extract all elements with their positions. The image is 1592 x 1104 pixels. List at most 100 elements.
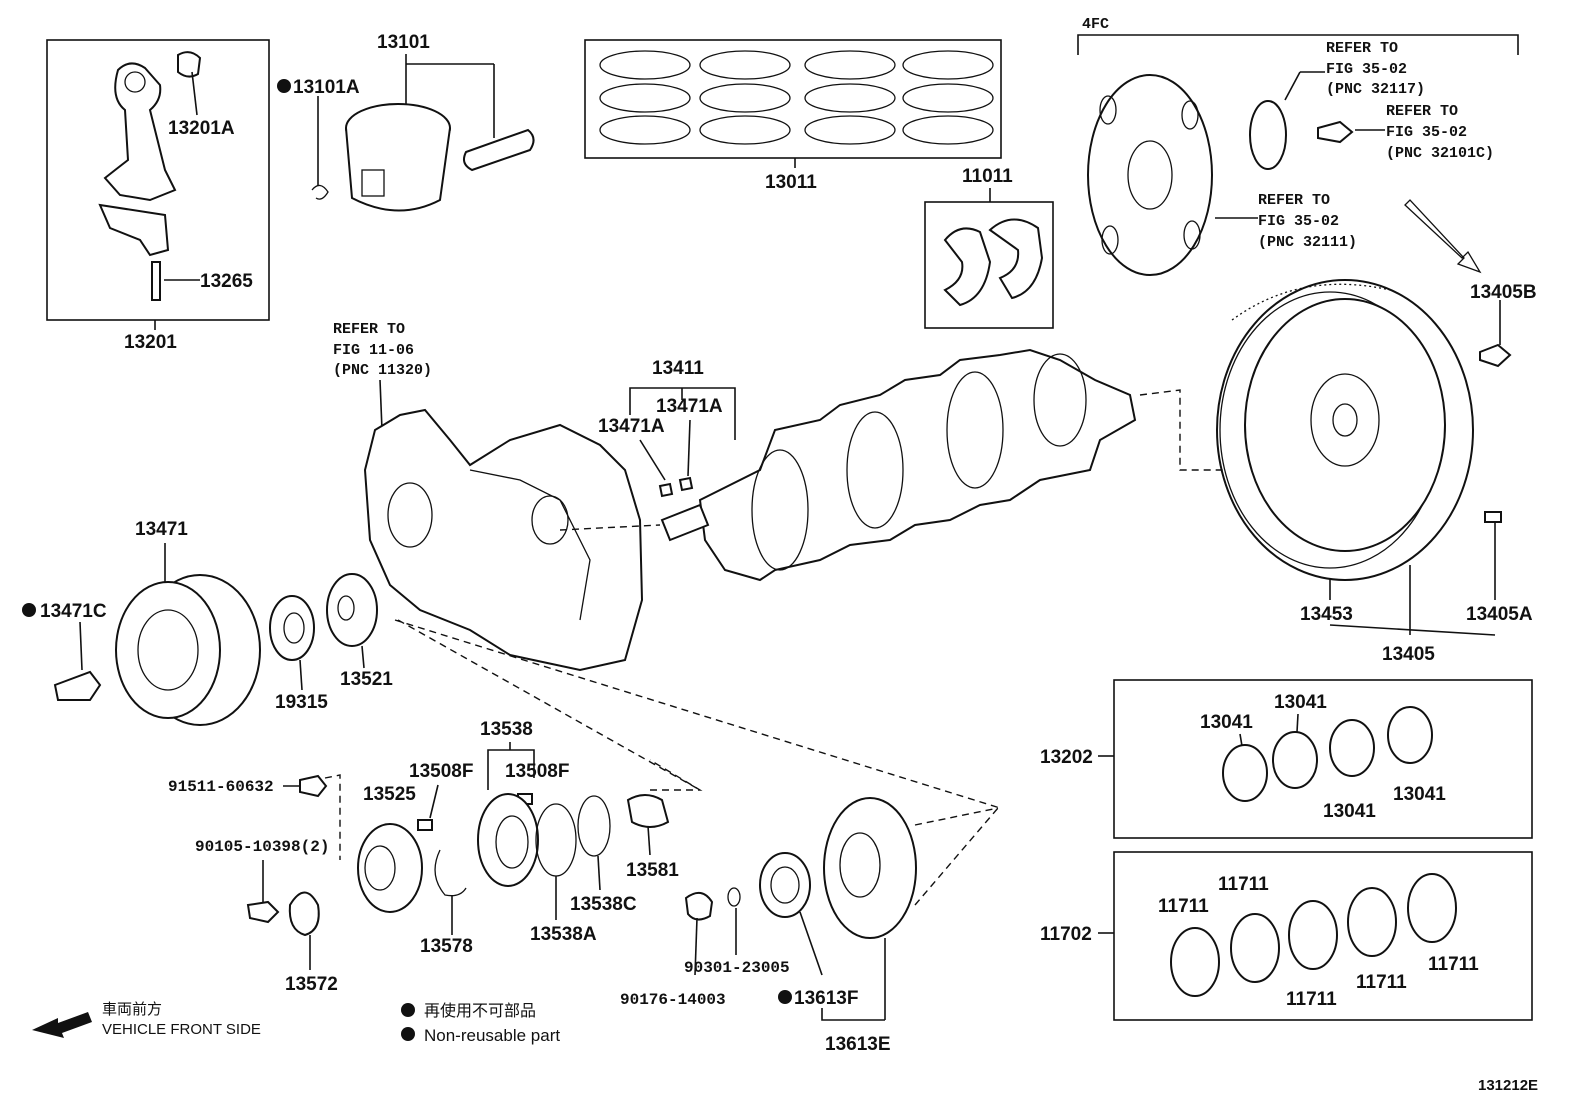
label-13525: 13525 <box>363 784 416 805</box>
direction-arrow-icon <box>1404 199 1482 274</box>
label-13101a: 13101A <box>293 77 360 98</box>
legend-front-jp: 車両前方 <box>102 1001 162 1018</box>
piston-body <box>345 127 451 212</box>
label-11711-c: 11711 <box>1286 989 1337 1010</box>
legend-front-en: VEHICLE FRONT SIDE <box>102 1021 261 1038</box>
nonreusable-dot-13471c <box>22 603 36 617</box>
oil-seal-13613f <box>759 852 811 918</box>
piston-group: 13101 13101A <box>277 32 535 212</box>
thrust-washer-box <box>924 201 1054 329</box>
thrust-washer-right <box>988 218 1044 300</box>
ref-11320-line3: (PNC 11320) <box>333 362 432 379</box>
label-13201a: 13201A <box>168 118 235 139</box>
rod-bearing-4 <box>1387 706 1433 764</box>
relief-valve-13581 <box>626 794 670 828</box>
label-13041-c: 13041 <box>1323 801 1376 822</box>
bolt-90105 <box>246 900 280 924</box>
label-13041-d: 13041 <box>1393 784 1446 805</box>
flexplate-spacer <box>1249 100 1287 170</box>
key-1 <box>658 482 674 498</box>
label-13405a: 13405A <box>1466 604 1533 625</box>
label-13613e: 13613E <box>825 1034 891 1055</box>
ref-32101c-line1: REFER TO <box>1386 103 1458 120</box>
ref-32117-line3: (PNC 32117) <box>1326 81 1425 98</box>
ref-32117-line1: REFER TO <box>1326 40 1398 57</box>
legend-dot-icon <box>401 1003 415 1017</box>
ref-32111-line1: REFER TO <box>1258 192 1330 209</box>
legend-nonreusable-en: Non-reusable part <box>424 1026 560 1045</box>
label-11711-d: 11711 <box>1356 972 1407 993</box>
gear-13538 <box>477 793 539 887</box>
label-13041-a: 13041 <box>1200 712 1253 733</box>
crank-snout <box>660 503 710 542</box>
label-11711-b: 11711 <box>1218 874 1269 895</box>
connecting-rod-box <box>46 39 270 321</box>
label-13581: 13581 <box>626 860 679 881</box>
gear-13521 <box>326 573 378 647</box>
legend: 車両前方 VEHICLE FRONT SIDE 再使用不可部品 Non-reus… <box>32 1001 560 1045</box>
gear-19315 <box>269 595 315 661</box>
crank-gear <box>823 797 917 939</box>
label-90176-14003: 90176-14003 <box>620 991 726 1009</box>
label-13411: 13411 <box>652 358 704 379</box>
label-11702: 11702 <box>1040 924 1092 945</box>
main-bearing-box <box>1113 851 1533 1021</box>
snap-ring-13578 <box>434 849 467 897</box>
label-90301-23005: 90301-23005 <box>684 959 790 977</box>
key-2 <box>678 476 694 492</box>
piston-rings-group: 13011 <box>584 39 1002 193</box>
nonreusable-dot-13613f <box>778 990 792 1004</box>
main-bearing-1 <box>1170 927 1220 997</box>
flywheel-group: 13405B 13453 13405A 13405 <box>1216 279 1537 665</box>
label-91511-60632: 91511-60632 <box>168 778 274 796</box>
label-13572: 13572 <box>285 974 338 995</box>
figure-id: 131212E <box>1478 1077 1538 1094</box>
label-13538: 13538 <box>480 719 533 740</box>
ref-32111-line2: FIG 35-02 <box>1258 213 1339 230</box>
flywheel-bolt <box>1479 343 1512 368</box>
label-13471c: 13471C <box>40 601 107 622</box>
ring-13538c <box>577 795 611 857</box>
label-13613f: 13613F <box>794 988 858 1009</box>
label-13201: 13201 <box>124 332 177 353</box>
label-13101: 13101 <box>377 32 430 53</box>
rod-bearing-box <box>1113 679 1533 839</box>
label-13041-b: 13041 <box>1274 692 1327 713</box>
front-pulley-group: 13471 13471C 19315 13521 <box>22 519 393 726</box>
ref-32101c-line2: FIG 35-02 <box>1386 124 1467 141</box>
main-bearing-4 <box>1347 887 1397 957</box>
label-13405b: 13405B <box>1470 282 1537 303</box>
label-13471a-upper: 13471A <box>656 396 723 417</box>
ref-32111-line3: (PNC 32111) <box>1258 234 1357 251</box>
connecting-rod-group: 13201A 13265 13201 <box>46 39 270 353</box>
label-13011: 13011 <box>765 172 817 193</box>
rod-bearing-1 <box>1222 744 1268 802</box>
label-13265: 13265 <box>200 271 253 292</box>
label-4fc: 4FC <box>1082 16 1109 33</box>
ref-11320-line2: FIG 11-06 <box>333 342 414 359</box>
piston-rings-box <box>584 39 1002 159</box>
rod-cap <box>98 203 170 257</box>
label-90105-10398: 90105-10398(2) <box>195 838 329 856</box>
label-13202: 13202 <box>1040 747 1093 768</box>
label-13508f-right: 13508F <box>505 761 569 782</box>
legend-dot-icon <box>401 1027 415 1041</box>
ring-13538a <box>535 803 577 877</box>
pulley-bolt <box>53 670 102 701</box>
connecting-rod <box>103 62 177 202</box>
timing-cover-group: REFER TO FIG 11-06 (PNC 11320) <box>333 321 1001 809</box>
plug-90176 <box>684 891 714 921</box>
pin-13508f-left <box>417 819 433 831</box>
main-bearing-group: 11702 11711 11711 11711 11711 11711 <box>1040 851 1533 1021</box>
flexplate-group: 4FC REFER TO FIG 35-02 (PNC 32117) REFER… <box>1077 16 1519 276</box>
snap-ring <box>311 184 329 200</box>
main-bearing-3 <box>1288 900 1338 970</box>
nonreusable-dot-13101a <box>277 79 291 93</box>
label-11711-a: 11711 <box>1158 896 1209 917</box>
label-13538c: 13538C <box>570 894 637 915</box>
ref-11320-line1: REFER TO <box>333 321 405 338</box>
label-13453: 13453 <box>1300 604 1353 625</box>
bushing <box>177 51 202 78</box>
plate-13572 <box>288 891 320 937</box>
